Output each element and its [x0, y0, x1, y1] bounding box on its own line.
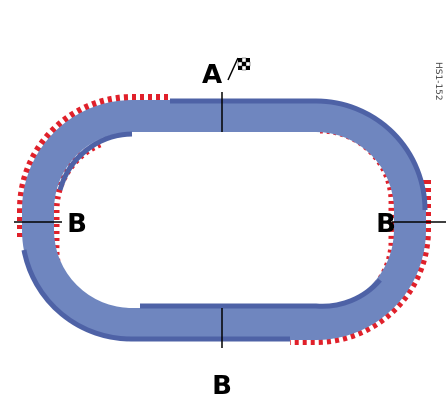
track-edge-top	[170, 98, 428, 211]
track-edges	[21, 98, 428, 342]
figure-code: HS1-152	[433, 62, 443, 101]
marker-lines	[14, 92, 446, 348]
right-marker-label: B	[376, 209, 396, 239]
bottom-marker-label: B	[212, 371, 232, 401]
finish-label: A	[202, 60, 222, 90]
track-edge-inner-bottom	[140, 278, 382, 309]
checkered-flag-icon	[227, 57, 251, 81]
track-edge-inner-top	[57, 131, 133, 191]
track-edge-bottom	[21, 249, 290, 342]
left-marker-label: B	[67, 209, 87, 239]
curb-outer-left-top	[17, 94, 168, 210]
